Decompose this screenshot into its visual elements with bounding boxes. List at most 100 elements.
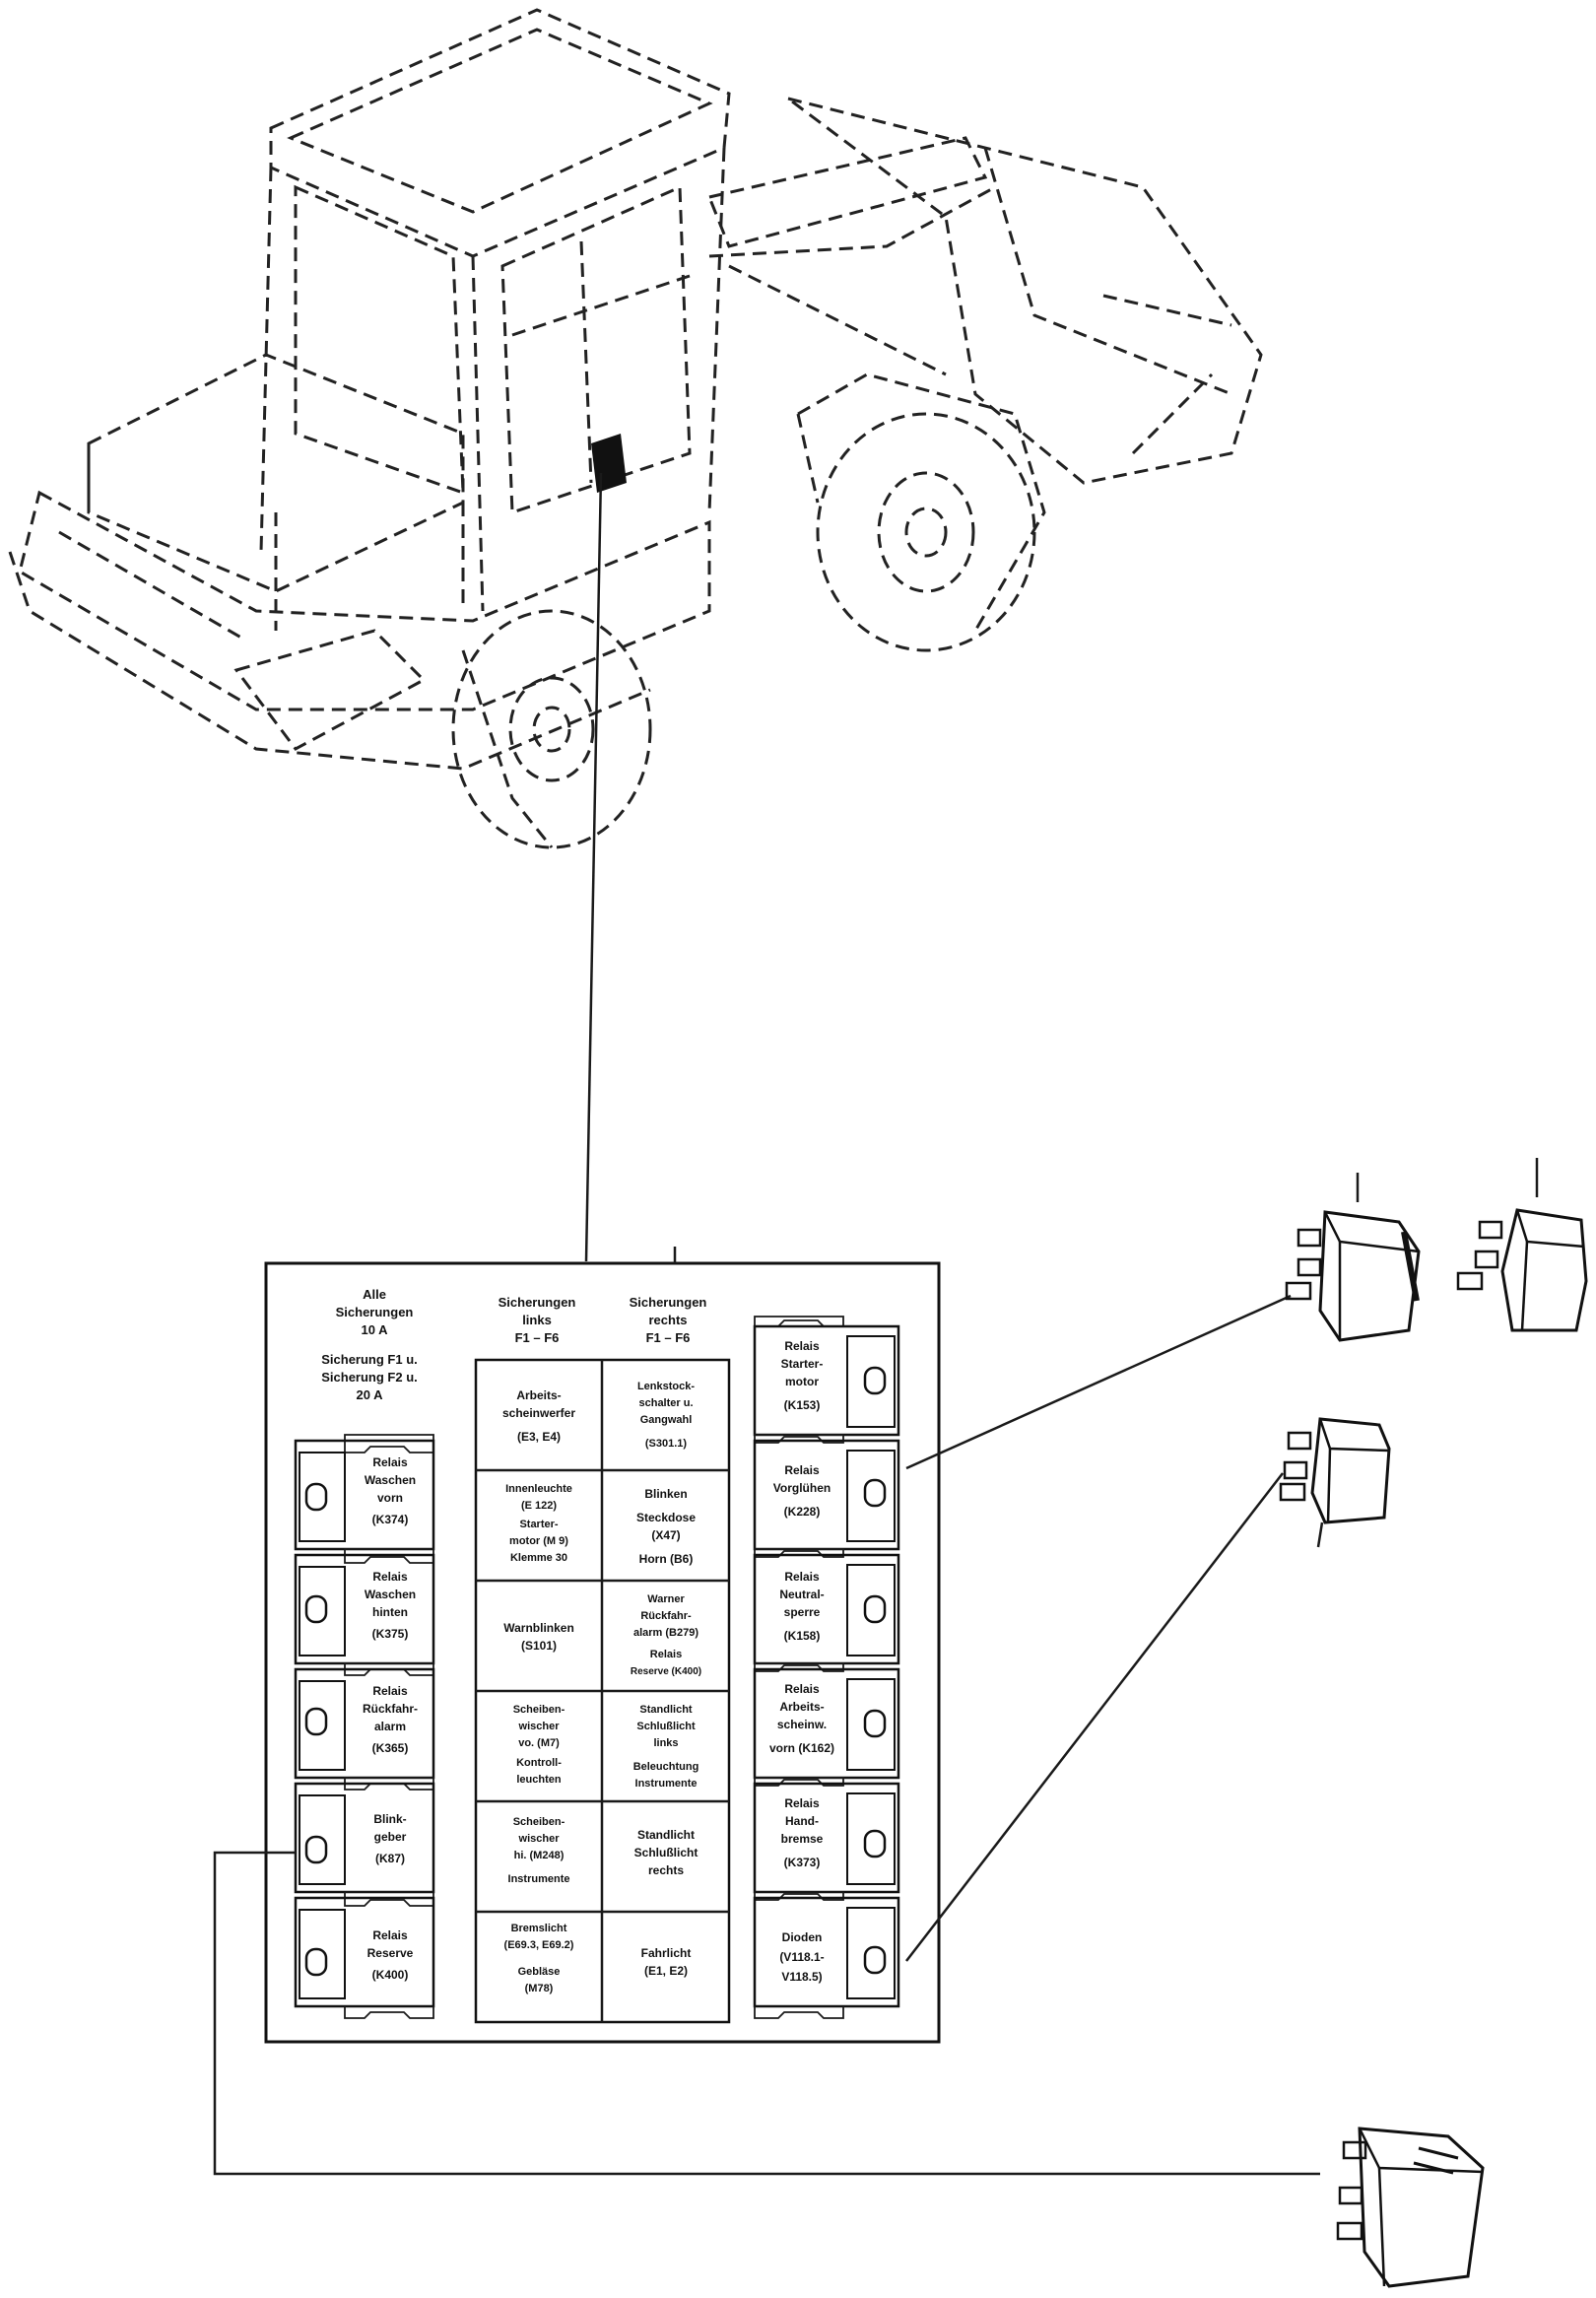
relay-left-2-line-1: Relais xyxy=(372,1570,408,1584)
fuse-cell-left-4: Scheiben- wischer vo. (M7) Kontroll- leu… xyxy=(513,1704,565,1786)
header-mid-left-line-1: Sicherungen xyxy=(499,1295,576,1310)
relay-socket-right-4 xyxy=(863,1709,887,1738)
fuse-left-2-line-1: Innenleuchte xyxy=(505,1483,572,1495)
fuse-right-1-line-4: (S301.1) xyxy=(645,1438,688,1450)
fuse-relay-panel: Alle Sicherungen 10 A Sicherung F1 u. Si… xyxy=(264,1247,941,2044)
relay-pin-icon xyxy=(1283,1460,1308,1480)
relay-left-1-line-4: (K374) xyxy=(372,1513,409,1526)
relay-right-2-line-1: Relais xyxy=(784,1463,820,1477)
header-fuses-left: Sicherungen links F1 – F6 xyxy=(499,1295,576,1345)
relay-pin-icon xyxy=(1478,1220,1503,1240)
relay-socket-left-1 xyxy=(304,1482,328,1512)
fuse-right-4-line-3: links xyxy=(653,1737,678,1749)
fuse-cell-right-4: Standlicht Schlußlicht links Beleuchtung… xyxy=(633,1704,699,1790)
fuse-cell-right-3: Warner Rückfahr- alarm (B279) Relais Res… xyxy=(631,1593,701,1677)
relay-slot-right-3: Relais Neutral- sperre (K158) xyxy=(753,1548,900,1665)
relay-slot-right-6: Dioden (V118.1- V118.5) xyxy=(753,1891,900,2019)
relay-pin-icon xyxy=(1474,1250,1499,1269)
relay-socket-right-5 xyxy=(863,1829,887,1859)
fuse-left-3-line-2: (S101) xyxy=(521,1639,557,1653)
relay-left-2-line-4: (K375) xyxy=(372,1627,409,1641)
relay-right-4-line-2: Arbeits- xyxy=(779,1700,824,1714)
fuse-right-2-line-2: Steckdose xyxy=(636,1511,696,1524)
fuse-right-3-line-5: Reserve (K400) xyxy=(631,1666,701,1677)
fuse-left-1-line-1: Arbeits- xyxy=(516,1388,561,1402)
relay-slot-left-2: Relais Waschen hinten (K375) xyxy=(294,1548,435,1665)
fuse-right-4-line-1: Standlicht xyxy=(639,1704,693,1716)
relay-right-6-line-1: Dioden xyxy=(782,1930,823,1944)
relay-socket-right-2 xyxy=(863,1478,887,1508)
relay-left-3-line-4: (K365) xyxy=(372,1741,409,1755)
leader-line-relay-c xyxy=(905,1472,1284,1962)
relay-right-2-line-2: Vorglühen xyxy=(773,1481,831,1495)
relay-right-5-line-2: Hand- xyxy=(785,1814,819,1828)
relay-right-1-line-4: (K153) xyxy=(784,1398,821,1412)
fuse-right-3-line-4: Relais xyxy=(650,1649,682,1660)
relay-left-2-line-2: Waschen xyxy=(365,1588,416,1601)
relay-right-3-line-2: Neutral- xyxy=(779,1588,824,1601)
relay-right-3-line-1: Relais xyxy=(784,1570,820,1584)
relay-slot-left-4: Blink- geber (K87) xyxy=(294,1777,435,1894)
fuse-right-5-line-2: Schlußlicht xyxy=(634,1846,698,1859)
fuse-left-2-line-4: motor (M 9) xyxy=(509,1535,568,1547)
relay-left-5-line-2: Reserve xyxy=(367,1946,414,1960)
header-mid-right-line-1: Sicherungen xyxy=(630,1295,707,1310)
header-mid-left-line-2: links xyxy=(522,1313,552,1327)
relay-right-2-line-3: (K228) xyxy=(784,1505,821,1519)
leader-lines xyxy=(213,1158,1539,2176)
relay-module-c xyxy=(1279,1417,1391,1548)
relay-left-1-line-3: vorn xyxy=(377,1491,403,1505)
relay-module-a xyxy=(1285,1210,1421,1342)
relay-slot-right-5: Relais Hand- bremse (K373) xyxy=(753,1777,900,1894)
relay-pin-icon xyxy=(1338,2186,1363,2205)
right-relay-column: Relais Starter- motor (K153) Relais Vorg… xyxy=(753,1316,900,2019)
fuse-left-2-line-3: Starter- xyxy=(519,1519,558,1530)
relay-left-4-line-1: Blink- xyxy=(373,1812,406,1826)
relay-pin-icon xyxy=(1342,2140,1367,2160)
fuse-cell-right-2: Blinken Steckdose (X47) Horn (B6) xyxy=(636,1487,696,1566)
relay-right-3-line-4: (K158) xyxy=(784,1629,821,1643)
relay-right-3-line-3: sperre xyxy=(784,1605,821,1619)
fuse-cell-left-2: Innenleuchte (E 122) Starter- motor (M 9… xyxy=(505,1483,572,1564)
fuse-left-5-line-2: wischer xyxy=(518,1833,561,1845)
fuse-left-4-line-1: Scheiben- xyxy=(513,1704,565,1716)
fuse-right-2-line-4: Horn (B6) xyxy=(639,1552,694,1566)
fuse-left-4-line-3: vo. (M7) xyxy=(518,1737,560,1749)
fuse-cell-right-5: Standlicht Schlußlicht rechts xyxy=(634,1828,698,1877)
relay-left-4-line-2: geber xyxy=(374,1830,407,1844)
relay-pin-icon xyxy=(1287,1431,1312,1451)
fuse-left-4-line-4: Kontroll- xyxy=(516,1757,562,1769)
fuse-left-2-line-2: (E 122) xyxy=(521,1500,557,1512)
relay-slot-right-2: Relais Vorglühen (K228) xyxy=(753,1434,900,1551)
fuse-grid xyxy=(474,1358,731,2024)
relay-pin-icon xyxy=(1336,2221,1363,2241)
wheel-loader-illustration xyxy=(8,8,1263,1262)
relay-left-1-line-2: Waschen xyxy=(365,1473,416,1487)
fuse-cell-left-5: Scheiben- wischer hi. (M248) Instrumente xyxy=(508,1816,570,1885)
relay-slot-right-4: Relais Arbeits- scheinw. vorn (K162) xyxy=(753,1662,900,1780)
left-relay-column: Relais Waschen vorn (K374) Relais Wasche… xyxy=(294,1434,435,2019)
fuse-cell-right-6: Fahrlicht (E1, E2) xyxy=(641,1946,692,1978)
fuse-left-3-line-1: Warnblinken xyxy=(503,1621,574,1635)
header-mid-right-line-2: rechts xyxy=(648,1313,687,1327)
relay-socket-right-1 xyxy=(863,1366,887,1395)
relay-module-d xyxy=(1336,2127,1485,2288)
relay-slot-right-1: Relais Starter- motor (K153) xyxy=(753,1316,900,1437)
fuse-right-5-line-1: Standlicht xyxy=(637,1828,695,1842)
fuse-right-3-line-3: alarm (B279) xyxy=(633,1627,698,1639)
relay-right-4-line-4: vorn (K162) xyxy=(769,1741,834,1755)
header-left-line-5: Sicherung F2 u. xyxy=(321,1370,418,1385)
fuse-right-4-line-5: Instrumente xyxy=(635,1778,698,1790)
fuse-right-2-line-3: (X47) xyxy=(651,1528,680,1542)
header-left-line-2: Sicherungen xyxy=(336,1305,414,1319)
relay-right-5-line-1: Relais xyxy=(784,1796,820,1810)
fuse-left-5-line-4: Instrumente xyxy=(508,1873,570,1885)
relay-socket-left-4 xyxy=(304,1835,328,1864)
relay-right-4-line-1: Relais xyxy=(784,1682,820,1696)
relay-pin-icon xyxy=(1297,1228,1322,1248)
relay-left-4-line-3: (K87) xyxy=(375,1852,405,1865)
relay-slot-left-3: Relais Rückfahr- alarm (K365) xyxy=(294,1662,435,1780)
fuse-left-4-line-5: leuchten xyxy=(516,1774,562,1786)
fuse-right-6-line-1: Fahrlicht xyxy=(641,1946,692,1960)
